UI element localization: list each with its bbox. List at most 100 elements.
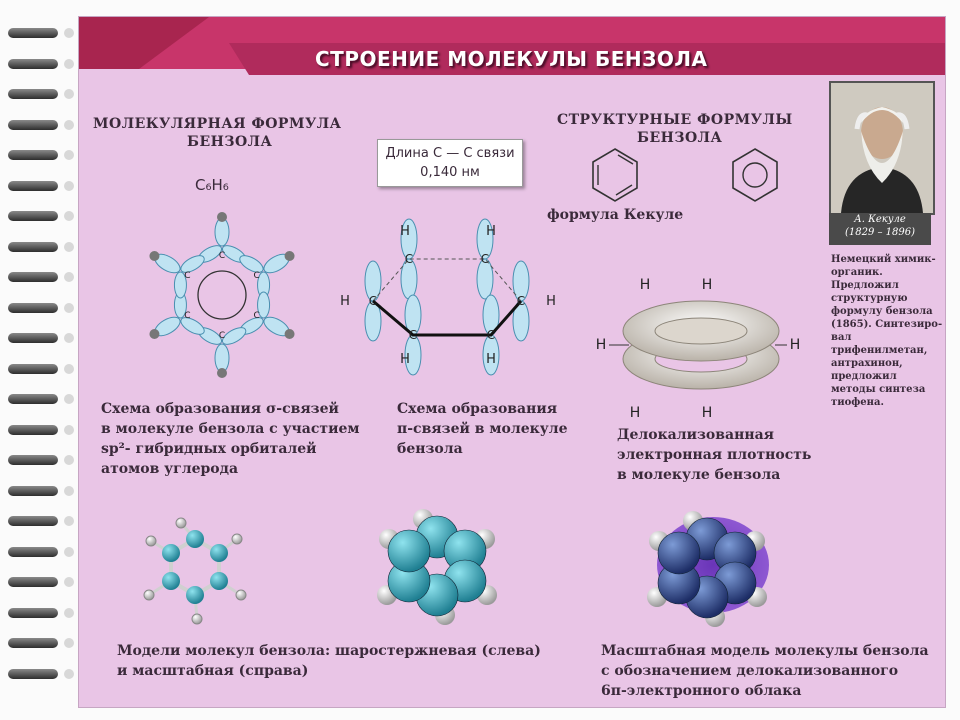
binding-hole xyxy=(64,394,74,404)
binding-hole xyxy=(64,302,74,313)
caption-line: π-связей в молекуле xyxy=(397,421,568,437)
caption-line: Схема образования σ-связей xyxy=(101,401,339,417)
hydrogen-atom xyxy=(149,329,160,339)
binding-hole xyxy=(64,638,74,648)
binding-ring xyxy=(8,424,58,435)
carbon-atom xyxy=(210,544,228,562)
carbon-label: C xyxy=(219,331,225,341)
hydrogen-atom xyxy=(191,613,203,625)
title-ribbon xyxy=(79,17,945,83)
carbon-label: C xyxy=(481,252,489,266)
binding-ring xyxy=(8,272,58,282)
caption-line: и масштабная (справа) xyxy=(117,663,309,679)
portrait-note-line: тиофена. xyxy=(831,397,884,408)
hydrogen-atom xyxy=(217,212,227,222)
binding-ring xyxy=(8,363,58,374)
binding-hole xyxy=(64,119,74,130)
caption-line: 6π-электронного облака xyxy=(601,683,802,699)
portrait-note-line: структурную xyxy=(831,293,908,304)
kekule-portrait xyxy=(829,81,935,215)
binding-hole xyxy=(64,607,74,618)
carbon-label: C xyxy=(253,311,259,321)
molecular-formula: C₆H₆ xyxy=(195,176,229,194)
aromatic-formula-icon xyxy=(732,148,778,202)
carbon-label: C xyxy=(184,311,190,321)
caption-models: Модели молекул бензола: шаростержневая (… xyxy=(117,641,541,681)
hydrogen-label: H xyxy=(486,352,496,367)
binding-hole xyxy=(64,58,74,69)
binding-ring xyxy=(8,516,58,526)
hydrogen-label: H xyxy=(340,294,350,309)
portrait-image xyxy=(831,83,933,213)
carbon-label: C xyxy=(253,271,259,281)
space-filling-model xyxy=(377,509,497,625)
hydrogen-atom xyxy=(149,251,160,261)
portrait-name: А. Кекуле xyxy=(854,214,906,225)
hydrogen-label: H xyxy=(400,352,410,367)
binding-ring xyxy=(8,211,58,221)
binding-hole xyxy=(64,455,74,465)
portrait-note-line: антрахинон, xyxy=(831,358,903,369)
caption-line: в молекуле бензола с участием xyxy=(101,421,360,437)
bond-length-box: Длина С — С связи 0,140 нм xyxy=(377,139,523,187)
portrait-note-line: (1865). Синтезиро- xyxy=(831,319,943,330)
binding-ring xyxy=(8,668,58,679)
bond-length-value: 0,140 нм xyxy=(420,165,480,180)
caption-line: с обозначением делокализованного xyxy=(601,663,899,679)
hydrogen-label: H xyxy=(596,337,607,353)
binding-ring xyxy=(8,302,58,313)
carbon-label: C xyxy=(409,328,417,342)
carbon-atom xyxy=(210,572,228,590)
carbon-atom xyxy=(162,572,180,590)
portrait-note-line: Немецкий химик- xyxy=(831,254,936,265)
caption-line: Делокализованная xyxy=(617,427,774,443)
molecular-heading-2: БЕНЗОЛА xyxy=(187,134,273,150)
ball-and-stick-model xyxy=(143,517,247,625)
portrait-note-line: методы синтеза xyxy=(831,384,926,395)
binding-hole xyxy=(64,211,74,221)
binding-hole xyxy=(64,485,74,496)
kekule-label: формула Кекуле xyxy=(547,207,684,223)
binding-hole xyxy=(64,577,74,587)
binding-hole xyxy=(64,424,74,435)
binding-ring xyxy=(8,607,58,618)
portrait-note-line: органик. Предложил xyxy=(831,267,899,291)
binding-ring xyxy=(8,455,58,465)
kekule-formula-icon xyxy=(592,148,638,202)
bond-length-label: Длина С — С связи xyxy=(385,146,515,161)
carbon-label: C xyxy=(487,328,495,342)
pi-cloud-model xyxy=(647,511,769,627)
binding-hole xyxy=(64,516,74,526)
portrait-note: Немецкий химик-органик. Предложил структу… xyxy=(831,253,945,409)
caption-line: электронная плотность xyxy=(617,447,812,463)
binding-ring xyxy=(8,577,58,587)
hydrogen-label: H xyxy=(546,294,556,309)
caption-line: атомов углерода xyxy=(101,461,239,477)
carbon-atom xyxy=(186,586,204,604)
hydrogen-label: H xyxy=(702,277,713,293)
hydrogen-label: H xyxy=(702,405,713,421)
binding-hole xyxy=(64,272,74,282)
carbon-label: C xyxy=(219,251,225,261)
binding-ring xyxy=(8,89,58,99)
binding-ring xyxy=(8,394,58,404)
hydrogen-atom xyxy=(284,251,295,261)
portrait-note-line: предложил xyxy=(831,371,897,382)
hydrogen-label: H xyxy=(790,337,801,353)
binding-ring xyxy=(8,485,58,496)
carbon-label: C xyxy=(517,294,525,308)
page-title: СТРОЕНИЕ МОЛЕКУЛЫ БЕНЗОЛА xyxy=(315,47,708,71)
portrait-caption: А. Кекуле (1829 – 1896) xyxy=(829,213,931,245)
binding-hole xyxy=(64,363,74,374)
binding-hole xyxy=(64,89,74,99)
carbon-atom xyxy=(657,531,701,575)
binding-ring xyxy=(8,28,58,38)
hydrogen-atom xyxy=(284,329,295,339)
binding-hole xyxy=(64,180,74,191)
